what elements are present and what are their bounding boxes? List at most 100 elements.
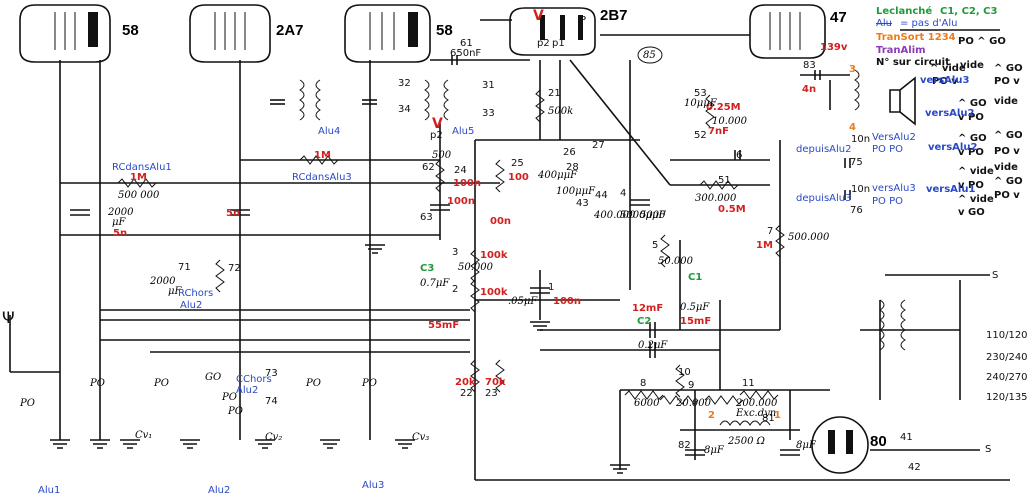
tube-80-rectifier [811,416,869,474]
label-c4: 4 [620,188,627,199]
hand-5000: 5000 [640,210,666,221]
label-r9: 9 [688,380,695,391]
label-c27: 27 [592,140,605,151]
label-popo-2: PO PO [872,196,903,207]
label-r53v: 0.25M [706,102,741,113]
label-cv1: Cv₁ [135,430,153,441]
label-rchors: RChors [178,288,214,299]
pin-p: P [580,15,587,26]
label-transort-2: 2 [708,410,715,421]
hand-8uf2: 8μF [796,440,816,451]
label-r21: 21 [548,88,561,99]
label-c76: 76 [850,205,863,216]
switch-versalu2a: versAlu2 [925,108,975,119]
label-c74: 74 [265,396,278,407]
label-versalu2: VersAlu2 [872,132,916,143]
label-c26: 26 [563,147,576,158]
legend-tranalim: TranAlim [876,45,926,56]
label-c81: 81 [762,413,775,424]
value-139v: 139v [820,42,848,53]
legend-leclanche: Leclanché [876,6,933,17]
label-depuisalu3: depuisAlu3 [796,193,852,204]
label-r25: 25 [511,158,524,169]
label-c24: 24 [454,165,467,176]
coil-po5: PO [306,378,321,389]
label-rcdansalu3: RCdansAlu3 [292,172,352,183]
switch-po-col2: PO v [994,146,1020,157]
label-c63: 63 [420,212,433,223]
label-c6: 6 [736,150,743,161]
label-alu2: Alu2 [208,485,231,496]
hand-500000: 500 000 [118,190,160,201]
label-r23: 23 [485,388,498,399]
label-c28: 28 [566,162,579,173]
label-transort-1: 1 [774,410,781,421]
label-r7v: 1M [756,240,773,251]
label-r51v: 0.5M [718,204,746,215]
tube-label-47: 47 [830,9,847,26]
legend-num-circuit: N° sur circuit [876,57,950,68]
label-transort-4: 4 [849,122,856,133]
hand-excdyn: Exc.dyn [736,408,777,419]
label-c61v: 650nF [450,48,482,59]
tube-label-80: 80 [870,433,887,450]
tube-2b7 [509,7,596,56]
label-r5: 5 [652,240,659,251]
value-5n-2: 5n [226,208,241,219]
hand-50000: 50.000 [658,256,693,267]
value-55mf: 55mF [428,320,460,331]
voltage-mark-v2: V [432,116,443,132]
label-r7: 7 [767,226,774,237]
label-r62: 62 [422,162,435,173]
tube-2a7 [189,4,271,63]
mains-110: 110/120 [986,330,1028,341]
value-00n: 00n [490,216,512,227]
hand-07uf: 0.7μF [420,278,450,289]
hand-2500: 2500 Ω [728,436,765,447]
label-r20k: 20k [455,377,476,388]
switch-po-col1: PO v [994,76,1020,87]
switch-vide3: ^ vide [958,194,994,205]
antenna-icon: Ψ [2,308,15,327]
hand-50000b: 50.000 [458,262,493,273]
switch-po-col3: PO v [994,190,1020,201]
label-r8: 8 [640,378,647,389]
label-r70k: 70k [485,377,506,388]
hand-20000: 20.000 [676,398,711,409]
label-c83: 83 [803,60,816,71]
label-alu2-cc: Alu2 [236,385,259,396]
hand-500000b: 500.000 [788,232,830,243]
label-r22: 22 [460,388,473,399]
hand-300000: 300.000 [695,193,737,204]
coil-po7: PO [228,406,243,417]
label-r52: 52 [694,130,707,141]
switch-versalu1: versAlu1 [926,184,976,195]
hand-400000: 400.000 [594,210,636,221]
mains-42: 42 [908,462,921,473]
label-c82: 82 [678,440,691,451]
tube-label-2a7: 2A7 [276,22,304,39]
legend-c123: C1, C2, C3 [940,6,998,17]
label-10n-1: 10n [851,134,871,145]
value-5n: 5n [113,228,128,239]
switch-col-vide3: vide [994,162,1018,173]
tube-47 [749,4,826,59]
tube-label-58a: 58 [122,22,139,39]
label-c72: 72 [228,263,241,274]
label-r52v: 7nF [708,126,729,137]
legend-pas-alu: = pas d'Alu [900,18,958,29]
hand-05uf: .05μF [508,296,538,307]
mains-230: 230/240 [986,352,1028,363]
hand-10uuf: 10μμF [684,98,717,109]
label-c3-green: C3 [420,263,435,274]
label-c2: 2 [452,284,459,295]
coil-po6: PO [362,378,377,389]
label-c24v: 100n [453,178,481,189]
switch-versalu3: versAlu3 [920,75,970,86]
label-c32: 32 [398,78,411,89]
label-alu4: Alu4 [318,126,341,137]
label-alu5: Alu5 [452,126,475,137]
switch-v-po1: v PO [958,112,984,123]
pin-p1: p1 [552,38,565,49]
